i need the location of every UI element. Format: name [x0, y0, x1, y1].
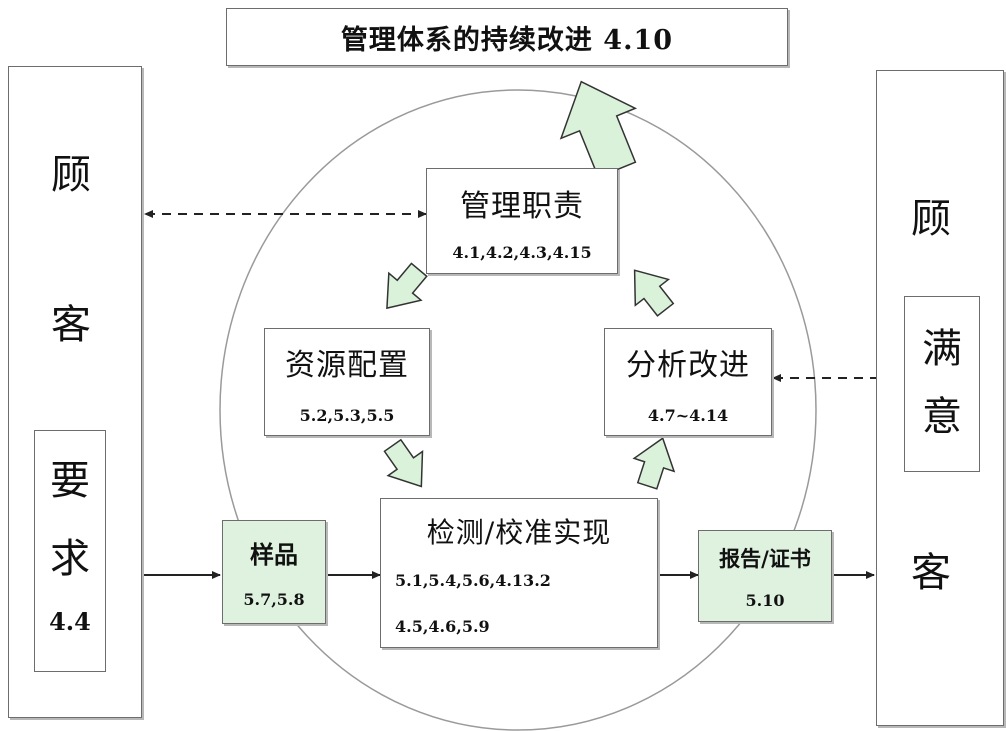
satisfaction-char-1: 满	[922, 326, 962, 372]
requirements-char-1: 要	[50, 458, 90, 504]
sample-label: 样品	[250, 540, 298, 569]
testing-box: 检测/校准实现 5.1,5.4,5.6,4.13.2 4.5,4.6,5.9	[380, 498, 658, 648]
report-box: 报告/证书 5.10	[698, 530, 832, 622]
process-circle	[219, 89, 817, 731]
requirements-char-2: 求	[50, 536, 90, 582]
resources-label: 资源配置	[285, 347, 409, 383]
resources-code: 5.2,5.3,5.5	[299, 405, 395, 425]
report-code: 5.10	[745, 590, 785, 610]
management-code: 4.1,4.2,4.3,4.15	[452, 242, 592, 262]
analysis-code: 4.7~4.14	[647, 405, 729, 425]
continual-improvement-box: 管理体系的持续改进 4.10	[226, 8, 788, 66]
sample-box: 样品 5.7,5.8	[222, 520, 326, 624]
right-customer-char-1: 顾	[911, 196, 951, 242]
management-label: 管理职责	[460, 188, 584, 224]
left-customer-char-2: 客	[51, 302, 91, 348]
sample-code: 5.7,5.8	[243, 590, 305, 609]
testing-label: 检测/校准实现	[426, 516, 612, 549]
left-customer-char-1: 顾	[51, 152, 91, 198]
right-customer-char-2: 客	[911, 550, 951, 596]
testing-code-1: 5.1,5.4,5.6,4.13.2	[395, 571, 551, 590]
analysis-label: 分析改进	[626, 347, 750, 383]
improvement-block-arrow	[559, 80, 638, 179]
management-box: 管理职责 4.1,4.2,4.3,4.15	[426, 168, 618, 274]
resources-box: 资源配置 5.2,5.3,5.5	[264, 328, 430, 436]
continual-improvement-label: 管理体系的持续改进 4.10	[340, 24, 674, 56]
report-label: 报告/证书	[719, 545, 811, 571]
satisfaction-char-2: 意	[922, 394, 962, 440]
satisfaction-box: 满 意	[904, 296, 980, 472]
testing-code-2: 4.5,4.6,5.9	[395, 617, 490, 636]
cycle-arrow-analysis-to-management	[633, 269, 675, 317]
cycle-arrow-management-to-resources	[386, 262, 428, 310]
cycle-arrow-resources-to-testing	[383, 438, 424, 488]
analysis-box: 分析改进 4.7~4.14	[604, 328, 772, 436]
requirements-code: 4.4	[49, 607, 91, 636]
cycle-arrow-testing-to-analysis	[632, 437, 676, 490]
requirements-box: 要 求 4.4	[34, 430, 106, 672]
